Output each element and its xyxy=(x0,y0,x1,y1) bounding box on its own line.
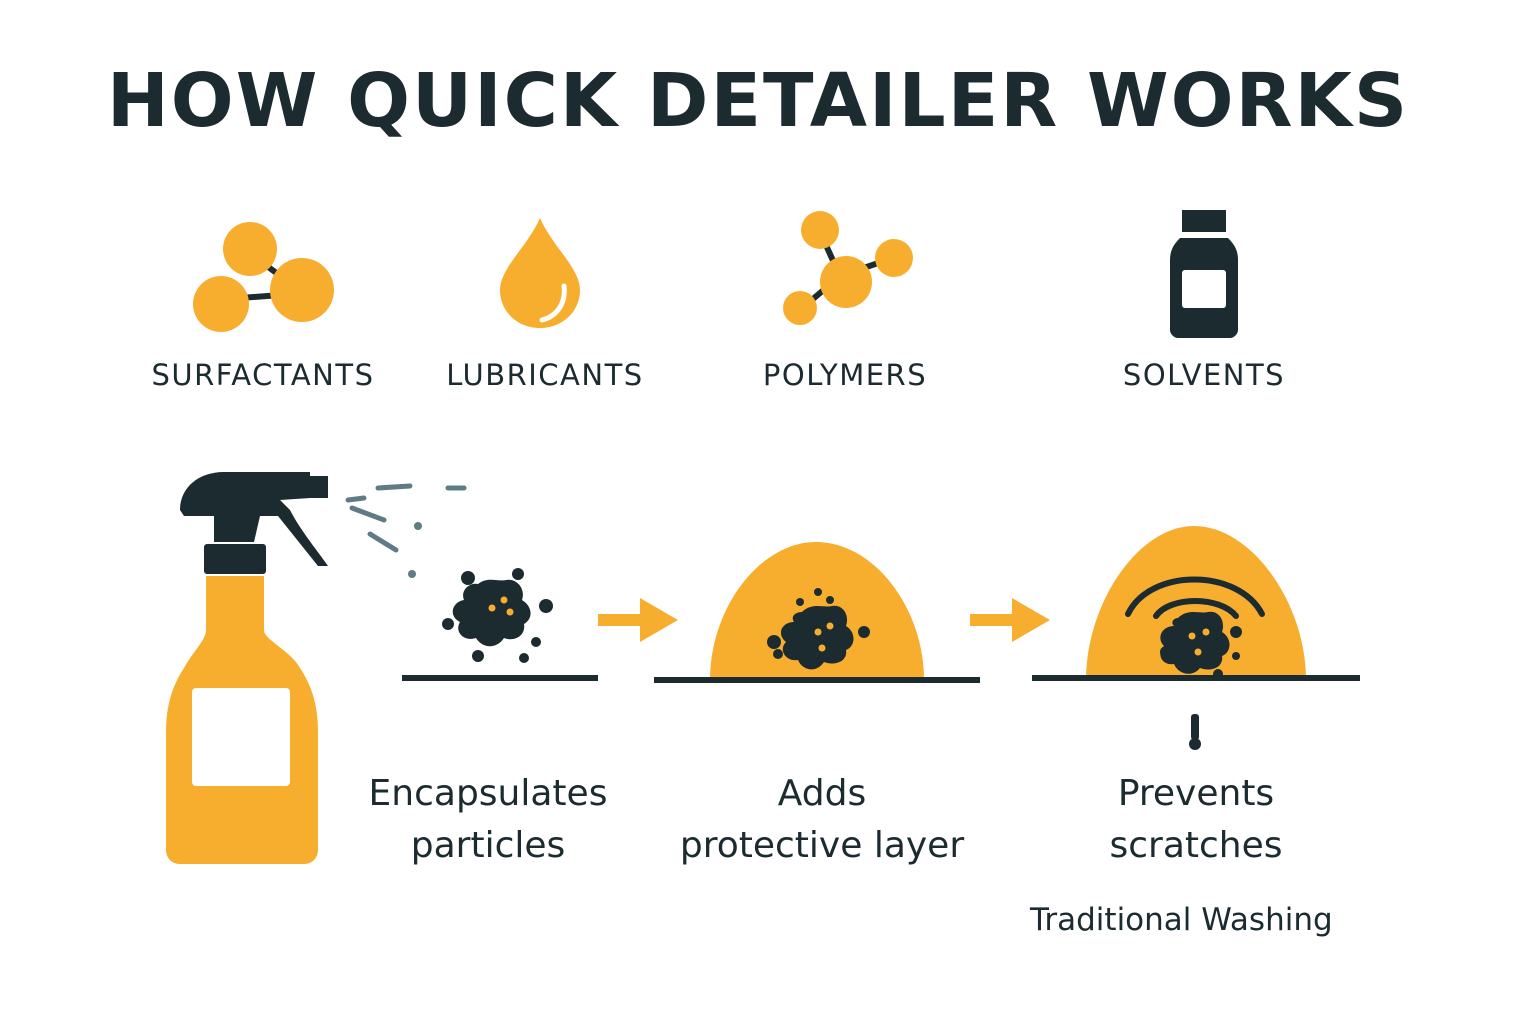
step-caption-prevents-scratches: Prevents scratches xyxy=(1016,768,1376,872)
ingredient-label-surfactants: SURFACTANTS xyxy=(151,358,375,392)
caption-line: Encapsulates xyxy=(368,773,608,814)
spray-bottle-icon xyxy=(166,472,328,864)
footnote-label: Traditional Washing xyxy=(1030,902,1333,938)
caption-line: Adds xyxy=(777,773,867,814)
encapsulated-particle-icon xyxy=(402,568,598,681)
arrow-right-icon xyxy=(598,598,678,642)
ingredient-label-solvents: SOLVENTS xyxy=(1122,358,1286,392)
polymer-chain-icon xyxy=(783,211,913,325)
caption-line: particles xyxy=(410,825,566,866)
caption-line: protective layer xyxy=(679,825,965,866)
caption-line: scratches xyxy=(1109,825,1283,866)
molecule-cluster-icon xyxy=(193,222,334,332)
arrow-right-icon xyxy=(970,598,1050,642)
scratch-prevention-icon xyxy=(1032,526,1360,750)
spray-mist-icon xyxy=(345,483,467,578)
bottle-icon xyxy=(1170,210,1238,338)
caption-line: Prevents xyxy=(1117,773,1275,814)
step-caption-encapsulates: Encapsulates particles xyxy=(308,768,668,872)
page-title: HOW QUICK DETAILER WORKS xyxy=(106,58,1410,144)
protective-layer-icon xyxy=(654,542,980,683)
ingredient-label-polymers: POLYMERS xyxy=(762,358,928,392)
step-caption-protective-layer: Adds protective layer xyxy=(642,768,1002,872)
droplet-icon xyxy=(500,218,580,328)
ingredient-label-lubricants: LUBRICANTS xyxy=(446,358,644,392)
